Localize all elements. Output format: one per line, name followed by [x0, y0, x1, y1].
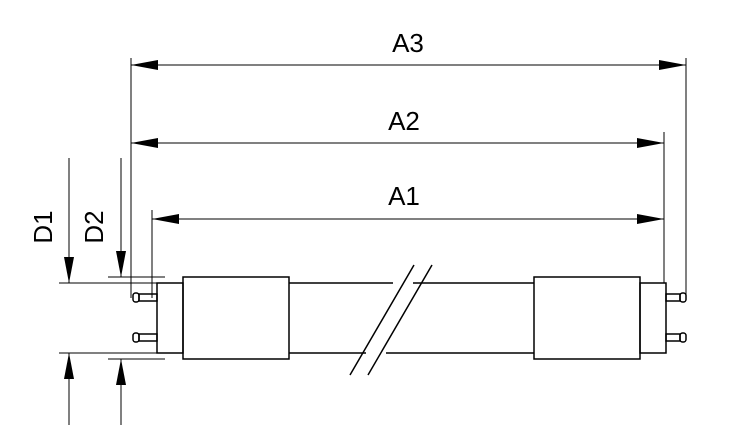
left-top-pin	[132, 292, 158, 303]
dimension-d2: D2	[79, 158, 165, 425]
right-top-pin-tip	[679, 292, 687, 303]
d2-top-arrowhead	[116, 251, 126, 277]
right-bottom-pin-shaft	[665, 333, 681, 342]
a1-left-arrowhead	[152, 214, 179, 224]
left-bottom-pin	[132, 332, 158, 343]
right-bottom-pin	[665, 332, 687, 343]
left-bottom-pin-tip	[132, 332, 140, 343]
d1-bottom-arrowhead	[64, 353, 74, 379]
d2-bottom-arrowhead	[116, 359, 126, 385]
left-end-cap	[156, 282, 184, 354]
left-sleeve	[182, 276, 290, 360]
left-bottom-pin-shaft	[138, 333, 158, 342]
right-top-pin-shaft	[665, 293, 681, 302]
left-top-pin-shaft	[138, 293, 158, 302]
a1-label: A1	[388, 181, 420, 211]
dimension-a3: A3	[130, 28, 687, 298]
a2-left-arrowhead	[131, 138, 158, 148]
a3-left-arrowhead	[131, 60, 158, 70]
a3-label: A3	[392, 28, 424, 58]
dimension-d1: D1	[28, 158, 158, 425]
left-top-pin-tip	[132, 292, 140, 303]
a1-right-arrowhead	[637, 214, 664, 224]
break-line-left	[349, 264, 415, 376]
d2-label: D2	[79, 210, 109, 243]
d1-top-arrowhead	[64, 257, 74, 283]
right-top-pin	[665, 292, 687, 303]
tube	[156, 264, 667, 376]
d1-label: D1	[28, 210, 58, 243]
a2-right-arrowhead	[637, 138, 664, 148]
a2-label: A2	[388, 106, 420, 136]
right-bottom-pin-tip	[679, 332, 687, 343]
right-end-cap	[639, 282, 667, 354]
dimension-a1: A1	[151, 181, 664, 298]
break-line-right	[367, 264, 433, 376]
dimension-a2: A2	[131, 106, 665, 283]
pins	[132, 292, 687, 343]
right-sleeve	[533, 276, 641, 360]
a3-right-arrowhead	[659, 60, 686, 70]
